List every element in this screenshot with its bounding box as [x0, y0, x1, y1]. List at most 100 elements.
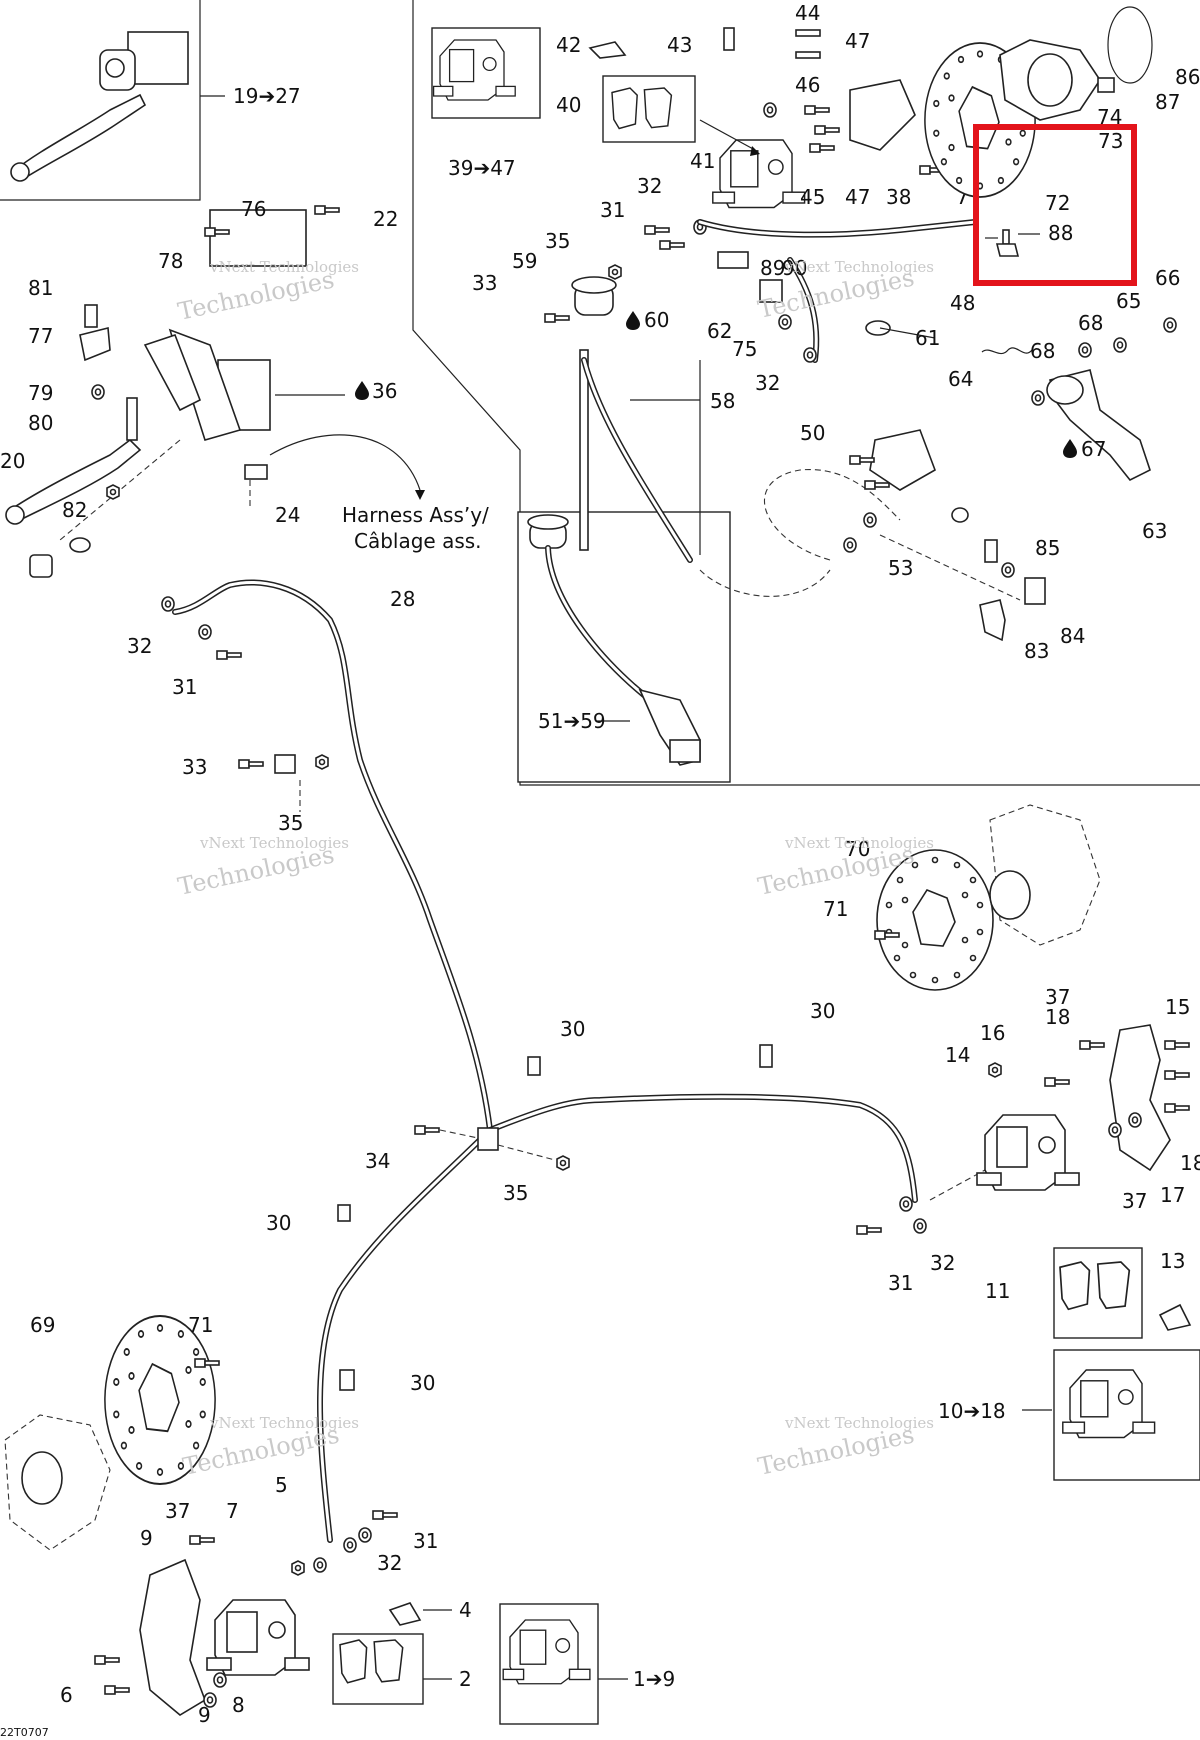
- label-73: 73: [1098, 129, 1123, 153]
- label-42: 42: [556, 33, 581, 57]
- label-68a: 68: [1078, 311, 1103, 335]
- grease-drop-icon-67: [1063, 439, 1077, 458]
- label-87: 87: [1155, 90, 1180, 114]
- label-37c: 37: [165, 1499, 190, 1523]
- cablage-label: Câblage ass.: [354, 529, 482, 553]
- front-right-hub: [989, 804, 1101, 946]
- label-31a: 31: [600, 198, 625, 222]
- label-37b: 37: [1122, 1189, 1147, 1213]
- label-4: 4: [459, 1598, 472, 1622]
- label-14: 14: [945, 1043, 970, 1067]
- label-68b: 68: [1030, 339, 1055, 363]
- label-48: 48: [950, 291, 975, 315]
- label-11: 11: [985, 1279, 1010, 1303]
- front-left-hub: [4, 1414, 111, 1551]
- label-67: 67: [1081, 437, 1106, 461]
- label-78: 78: [158, 249, 183, 273]
- label-10-18: 10➔18: [938, 1399, 1006, 1423]
- label-79: 79: [28, 381, 53, 405]
- label-39-47: 39➔47: [448, 156, 516, 180]
- label-89: 89: [760, 256, 785, 280]
- label-38: 38: [886, 185, 911, 209]
- label-28: 28: [390, 587, 415, 611]
- label-81: 81: [28, 276, 53, 300]
- label-80: 80: [28, 411, 53, 435]
- label-77: 77: [28, 324, 53, 348]
- label-90: 90: [782, 256, 807, 280]
- front-left-caliper: [206, 1599, 310, 1676]
- reference-code: 22T0707: [0, 1726, 49, 1739]
- front-right-caliper-bracket: [988, 1024, 1190, 1172]
- watermark-4: vNext Technologies: [209, 1414, 359, 1432]
- label-58: 58: [710, 389, 735, 413]
- part-88-bolt: [985, 229, 1040, 257]
- label-76: 76: [241, 197, 266, 221]
- label-32c: 32: [127, 634, 152, 658]
- watermark-1: vNext Technologies: [209, 258, 359, 276]
- watermark-5: vNext Technologies: [784, 1414, 934, 1432]
- label-64: 64: [948, 367, 973, 391]
- label-35a: 35: [545, 229, 570, 253]
- label-69: 69: [30, 1313, 55, 1337]
- label-75: 75: [732, 337, 757, 361]
- label-71a: 71: [823, 897, 848, 921]
- label-9b: 9: [198, 1703, 211, 1727]
- label-18b: 18: [1180, 1151, 1200, 1175]
- label-40: 40: [556, 93, 581, 117]
- label-51-59: 51➔59: [538, 709, 606, 733]
- grease-drop-icon-60: [626, 311, 640, 330]
- inset-lever-assembly: [10, 31, 225, 182]
- label-22: 22: [373, 207, 398, 231]
- label-2: 2: [459, 1667, 472, 1691]
- label-72: 72: [1045, 191, 1070, 215]
- label-8: 8: [232, 1693, 245, 1717]
- label-9a: 9: [140, 1526, 153, 1550]
- label-34: 34: [365, 1149, 390, 1173]
- label-63: 63: [1142, 519, 1167, 543]
- label-85: 85: [1035, 536, 1060, 560]
- label-31d: 31: [413, 1529, 438, 1553]
- label-46: 46: [795, 73, 820, 97]
- label-61: 61: [915, 326, 940, 350]
- label-65: 65: [1116, 289, 1141, 313]
- label-30b: 30: [810, 999, 835, 1023]
- label-32e: 32: [377, 1551, 402, 1575]
- label-41: 41: [690, 149, 715, 173]
- label-18a: 18: [1045, 1005, 1070, 1029]
- label-70: 70: [845, 837, 870, 861]
- label-20: 20: [0, 449, 25, 473]
- label-1-9: 1➔9: [633, 1667, 675, 1691]
- front-left-caliper-bracket: [94, 1535, 227, 1716]
- label-6: 6: [60, 1683, 73, 1707]
- label-32b: 32: [755, 371, 780, 395]
- harness-label: Harness Ass’y/: [342, 503, 489, 527]
- label-30d: 30: [410, 1371, 435, 1395]
- front-brake-lines: [161, 579, 986, 1543]
- label-35c: 35: [503, 1181, 528, 1205]
- grease-drop-icon: [355, 381, 369, 400]
- handlebar-master-cylinder: [5, 205, 425, 578]
- watermark-2: vNext Technologies: [199, 834, 349, 852]
- label-47b: 47: [845, 185, 870, 209]
- label-82: 82: [62, 498, 87, 522]
- label-17: 17: [1160, 1183, 1185, 1207]
- label-44: 44: [795, 1, 820, 25]
- label-30c: 30: [266, 1211, 291, 1235]
- label-32d: 32: [930, 1251, 955, 1275]
- watermark-3: vNext Technologies: [784, 834, 934, 852]
- label-53: 53: [888, 556, 913, 580]
- label-62: 62: [707, 319, 732, 343]
- label-36: 36: [372, 379, 397, 403]
- front-right-caliper: [976, 1114, 1080, 1191]
- label-24: 24: [275, 503, 300, 527]
- rear-caliper-assembly: [432, 27, 1177, 642]
- highlight-box-part-88: [973, 124, 1137, 286]
- label-37a: 37: [1045, 985, 1070, 1009]
- label-19-27: 19➔27: [233, 84, 301, 108]
- label-33a: 33: [472, 271, 497, 295]
- label-5: 5: [275, 1473, 288, 1497]
- label-43: 43: [667, 33, 692, 57]
- label-66: 66: [1155, 266, 1180, 290]
- label-47a: 47: [845, 29, 870, 53]
